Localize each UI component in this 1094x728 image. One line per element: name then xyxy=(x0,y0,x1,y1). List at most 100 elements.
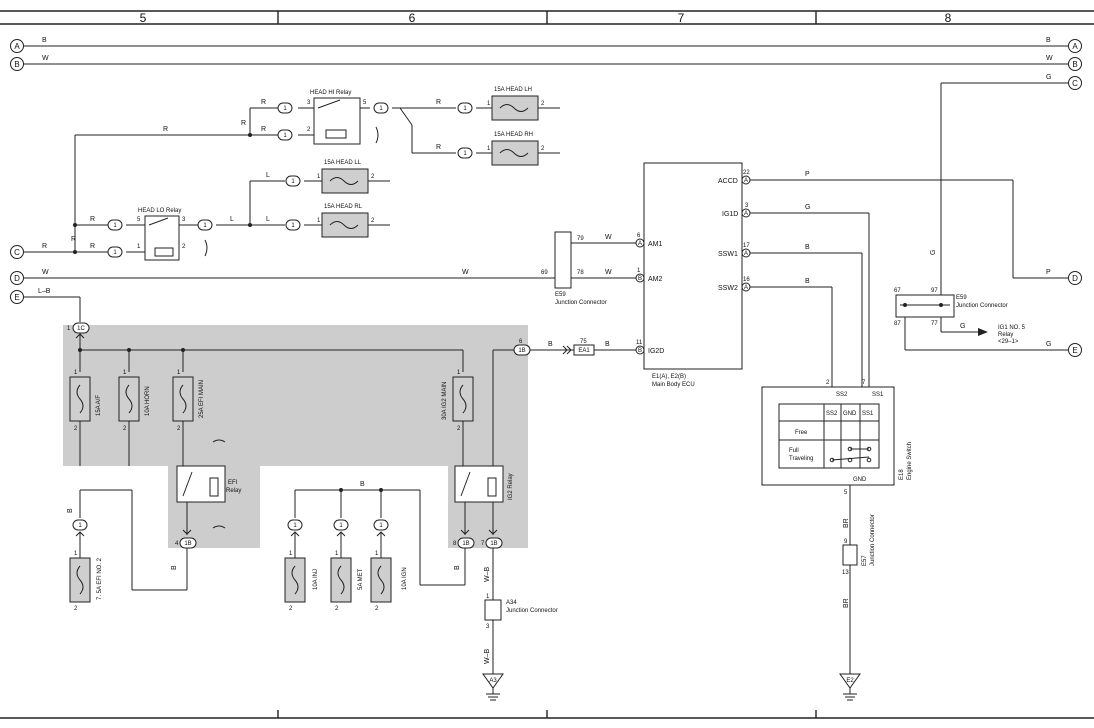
diagram-label: E57 xyxy=(862,555,868,566)
diagram-label: Full xyxy=(789,448,799,454)
diagram-label: B xyxy=(805,244,810,251)
diagram-label: SS1 xyxy=(862,411,874,417)
diagram-label: G xyxy=(805,204,810,211)
diagram-label: 17 xyxy=(743,243,750,249)
a34-wiring: W–B 1 3 A34 Junction Connector W–B A3 xyxy=(482,548,558,701)
diagram-label: SS1 xyxy=(872,392,884,398)
ecu-right-wiring: P P G B B G G 67 97 87 77 E59 Junction C… xyxy=(750,74,1068,387)
diagram-label: R xyxy=(261,99,266,106)
diagram-label: AM1 xyxy=(648,241,663,248)
diagram-label: R xyxy=(261,126,266,133)
diagram-label: SSW2 xyxy=(718,285,738,292)
diagram-label: 2 xyxy=(371,174,375,180)
diagram-label: 1 xyxy=(486,594,490,600)
diagram-label: 5 xyxy=(844,490,848,496)
diagram-label: 2 xyxy=(375,606,379,612)
diagram-label: E59 xyxy=(555,292,566,298)
diagram-label: Traveling xyxy=(789,456,813,462)
diagram-label: 1 xyxy=(177,370,181,376)
diagram-label: A xyxy=(744,178,748,184)
fuse-head-rl xyxy=(321,212,369,238)
connector-tag: 1 xyxy=(107,246,123,258)
fuse-head-lh xyxy=(491,95,539,121)
diagram-label: 6 xyxy=(637,233,641,239)
diagram-label: Relay xyxy=(998,332,1013,338)
connector-d-right: D xyxy=(1068,271,1082,285)
diagram-label: 1 xyxy=(291,179,295,185)
column-5: 5 xyxy=(140,11,147,25)
connector-tag: 1 xyxy=(373,519,389,531)
connector-tag: 1 xyxy=(373,102,389,114)
diagram-label: B xyxy=(605,341,610,348)
diagram-label: E18 xyxy=(899,469,905,480)
connector-tag: 1 xyxy=(277,129,293,141)
diagram-label: 15A A/F xyxy=(96,395,102,416)
diagram-label: Junction Connector xyxy=(506,608,558,614)
connector-tag-1c: 1C xyxy=(72,322,90,334)
diagram-label: 3 xyxy=(486,624,490,630)
diagram-label: B xyxy=(14,60,19,69)
diagram-label: 6 xyxy=(519,339,523,345)
diagram-label: 2 xyxy=(182,244,186,250)
wire-label: B xyxy=(42,37,47,44)
connector-b-right: B xyxy=(1068,57,1082,71)
diagram-label: 10A INJ xyxy=(313,569,319,590)
diagram-label: 1 xyxy=(67,326,71,332)
diagram-label: 1 xyxy=(283,133,287,139)
diagram-label: 1 xyxy=(637,268,641,274)
diagram-label: 25A EFI MAIN xyxy=(199,380,205,418)
diagram-label: R xyxy=(90,216,95,223)
connector-tag: 1 xyxy=(285,219,301,231)
diagram-label: 1C xyxy=(77,326,85,332)
diagram-label: 30A IG2 MAIN xyxy=(442,382,448,420)
diagram-label: Engine Switch xyxy=(907,442,913,480)
connector-tag: 1 xyxy=(277,102,293,114)
diagram-label: B xyxy=(805,278,810,285)
diagram-label: 2 xyxy=(457,426,461,432)
connector-c-right: C xyxy=(1068,76,1082,90)
diagram-label: 1B xyxy=(184,541,191,547)
diagram-label: 22 xyxy=(743,170,750,176)
diagram-label: 1 xyxy=(487,101,491,107)
diagram-label: 1 xyxy=(113,223,117,229)
diagram-label: B xyxy=(360,481,365,488)
connector-tag-1b: 1B xyxy=(513,344,531,356)
diagram-label: 2 xyxy=(123,426,127,432)
diagram-label: 1 xyxy=(113,250,117,256)
fuse-head-rh xyxy=(491,140,539,166)
diagram-label: 1 xyxy=(463,151,467,157)
connector-tag: 1 xyxy=(457,147,473,159)
efi-no2-wiring: B B 1 12 7. 5A EFI NO. 2 xyxy=(67,489,188,612)
diagram-label: A3 xyxy=(489,678,497,684)
diagram-label: 1 xyxy=(74,551,78,557)
diagram-label: G xyxy=(930,250,937,255)
junction-e57 xyxy=(842,544,858,566)
diagram-label: P xyxy=(1046,269,1051,276)
diagram-label: SS2 xyxy=(826,411,838,417)
diagram-label: 15A HEAD LH xyxy=(494,87,532,93)
inj-met-ign-wiring: B B 1 1 1 12 10A INJ 12 5A MET 12 10A IG… xyxy=(284,481,466,612)
connector-tag: 1 xyxy=(287,519,303,531)
diagram-label: B xyxy=(67,508,74,513)
diagram-label: 69 xyxy=(541,270,548,276)
diagram-label: Junction Connector xyxy=(555,300,607,306)
diagram-label: 1 xyxy=(289,551,293,557)
engine-switch: SS2 GND SS1 Free Full Traveling 2 7 SS2 … xyxy=(761,380,913,701)
diagram-label: A xyxy=(14,42,20,51)
d-line-wiring: W W 69 79 78 E59 Junction Connector W W xyxy=(24,231,636,306)
diagram-label: C xyxy=(14,248,20,257)
wire-label: W xyxy=(1046,55,1053,62)
diagram-label: 5 xyxy=(363,100,367,106)
diagram-label: 77 xyxy=(931,321,938,327)
diagram-label: 2 xyxy=(177,426,181,432)
diagram-label: 1 xyxy=(293,523,297,529)
diagram-label: 87 xyxy=(894,321,901,327)
diagram-label: 1 xyxy=(283,106,287,112)
diagram-label: A xyxy=(1072,42,1078,51)
diagram-label: 1 xyxy=(457,370,461,376)
